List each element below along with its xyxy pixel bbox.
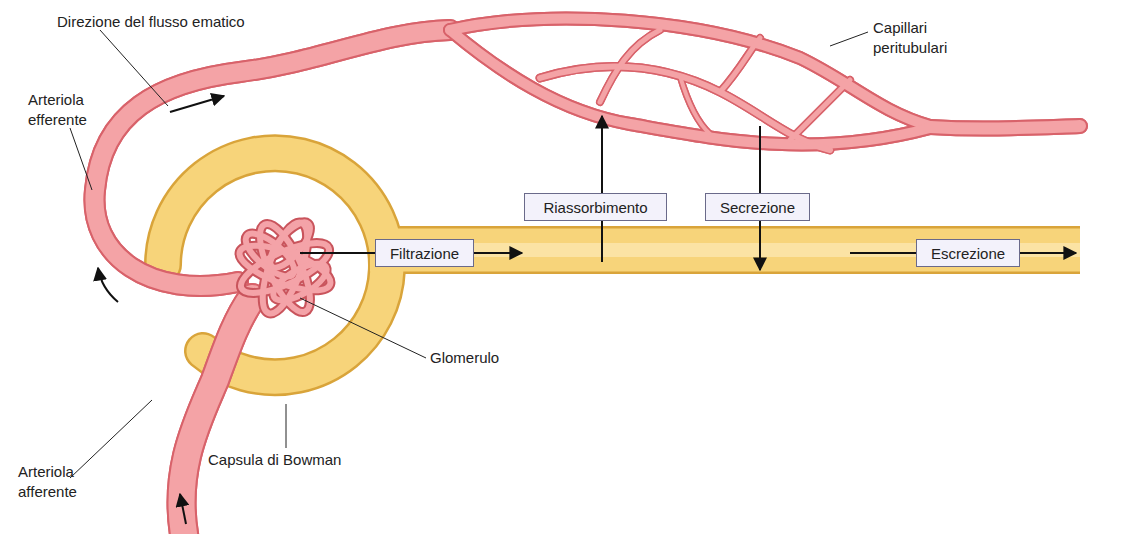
part-label: Arteriola efferente [28, 90, 108, 130]
process-box: Filtrazione [375, 239, 474, 267]
process-box: Escrezione [916, 239, 1020, 267]
part-label: Arteriola afferente [18, 462, 98, 502]
part-label: Glomerulo [430, 348, 550, 368]
box-text: Riassorbimento [543, 199, 647, 216]
capsule-tubule [163, 153, 1080, 377]
box-text: Escrezione [931, 245, 1005, 262]
blood-vessels [94, 19, 1080, 534]
flow-arrows [98, 96, 224, 524]
part-label: Capillari peritubulari [873, 18, 968, 58]
glomerulus [234, 216, 335, 318]
leader-lines [70, 30, 868, 478]
box-text: Secrezione [720, 199, 795, 216]
process-box: Riassorbimento [524, 193, 667, 221]
part-label: Direzione del flusso ematico [57, 12, 297, 32]
box-text: Filtrazione [390, 245, 459, 262]
part-label: Capsula di Bowman [208, 450, 388, 470]
process-box: Secrezione [705, 193, 810, 221]
process-arrows [300, 116, 1076, 270]
